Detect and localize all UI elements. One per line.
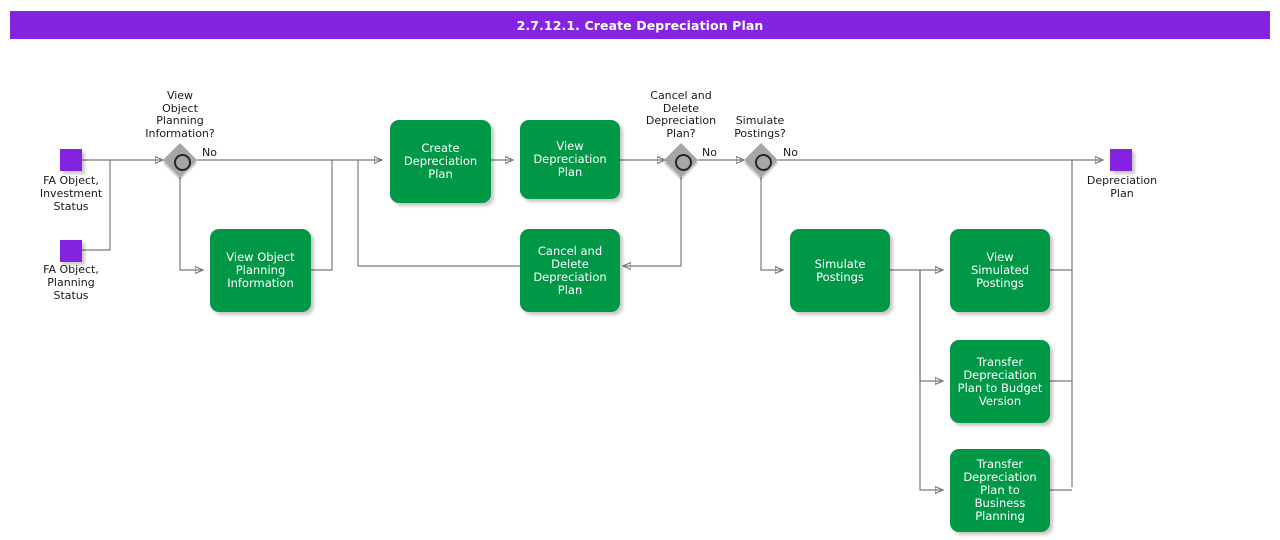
label-line: Depreciation — [645, 114, 717, 127]
edge-view-object-planning-return — [311, 160, 333, 271]
gateway-label-view-object-planning-information: View Object Planning Information? — [124, 89, 236, 140]
label-line: Investment — [39, 187, 103, 200]
label-line: Status — [53, 289, 89, 302]
gateway-event-circle-icon — [674, 153, 692, 171]
start-node-label-planning: FA Object, Planning Status — [16, 250, 126, 302]
task-transfer-depreciation-plan-to-budget-version[interactable]: Transfer Depreciation Plan to Budget Ver… — [950, 340, 1050, 423]
label-line: Depreciation — [1086, 174, 1158, 187]
task-view-object-planning-information[interactable]: View Object Planning Information — [210, 229, 311, 312]
task-create-depreciation-plan[interactable]: Create Depreciation Plan — [390, 120, 491, 203]
label-line: Cancel and — [650, 89, 712, 102]
label-line: Simulate — [735, 114, 785, 127]
edge-label-gateway2-no: No — [702, 146, 717, 159]
label-line: FA Object, — [43, 263, 99, 276]
label-line: Object — [162, 101, 198, 115]
gateway-view-object-planning-information[interactable] — [163, 143, 197, 177]
end-node-label-depreciation-plan: Depreciation Plan — [1066, 174, 1178, 200]
task-view-simulated-postings[interactable]: View Simulated Postings — [950, 229, 1050, 312]
edge-label-gateway3-no: No — [783, 146, 798, 159]
label-line: FA Object, — [43, 174, 99, 187]
start-node-fa-object-planning-status[interactable] — [60, 240, 82, 262]
label-line: Status — [53, 200, 89, 213]
gateway-label-cancel-and-delete-depreciation-plan: Cancel and Delete Depreciation Plan? — [621, 89, 741, 140]
gateway-event-circle-icon — [754, 153, 772, 171]
start-node-label-investment: FA Object, Investment Status — [16, 174, 126, 213]
page-title: 2.7.12.1. Create Depreciation Plan — [10, 11, 1270, 39]
gateway-cancel-and-delete-depreciation-plan[interactable] — [664, 143, 698, 177]
edge-gateway2-to-cancel — [623, 177, 682, 266]
label-line: Planning — [47, 276, 95, 289]
task-view-depreciation-plan[interactable]: View Depreciation Plan — [520, 120, 620, 199]
label-line: Plan? — [666, 126, 696, 140]
task-cancel-and-delete-depreciation-plan[interactable]: Cancel and Delete Depreciation Plan — [520, 229, 620, 312]
task-transfer-depreciation-plan-to-business-planning[interactable]: Transfer Depreciation Plan to Business P… — [950, 449, 1050, 532]
label-line: Delete — [662, 101, 700, 115]
label-line: Planning — [156, 114, 204, 127]
gateway-label-simulate-postings: Simulate Postings? — [705, 114, 815, 140]
start-node-fa-object-investment-status[interactable] — [60, 149, 82, 171]
end-node-depreciation-plan[interactable] — [1110, 149, 1132, 171]
label-line: Plan — [1110, 187, 1134, 200]
edge-label-gateway1-no: No — [202, 146, 217, 159]
edge-simulate-to-transfer-business — [919, 270, 943, 490]
edge-simulate-to-transfer-budget — [919, 270, 943, 381]
label-line: Postings? — [734, 126, 786, 140]
edge-gateway1-to-view-object-planning — [179, 177, 203, 270]
task-simulate-postings[interactable]: Simulate Postings — [790, 229, 890, 312]
label-line: Information? — [145, 126, 215, 140]
gateway-simulate-postings[interactable] — [744, 143, 778, 177]
gateway-event-circle-icon — [173, 153, 191, 171]
edge-gateway3-to-simulate — [760, 177, 783, 270]
label-line: View — [166, 89, 194, 102]
